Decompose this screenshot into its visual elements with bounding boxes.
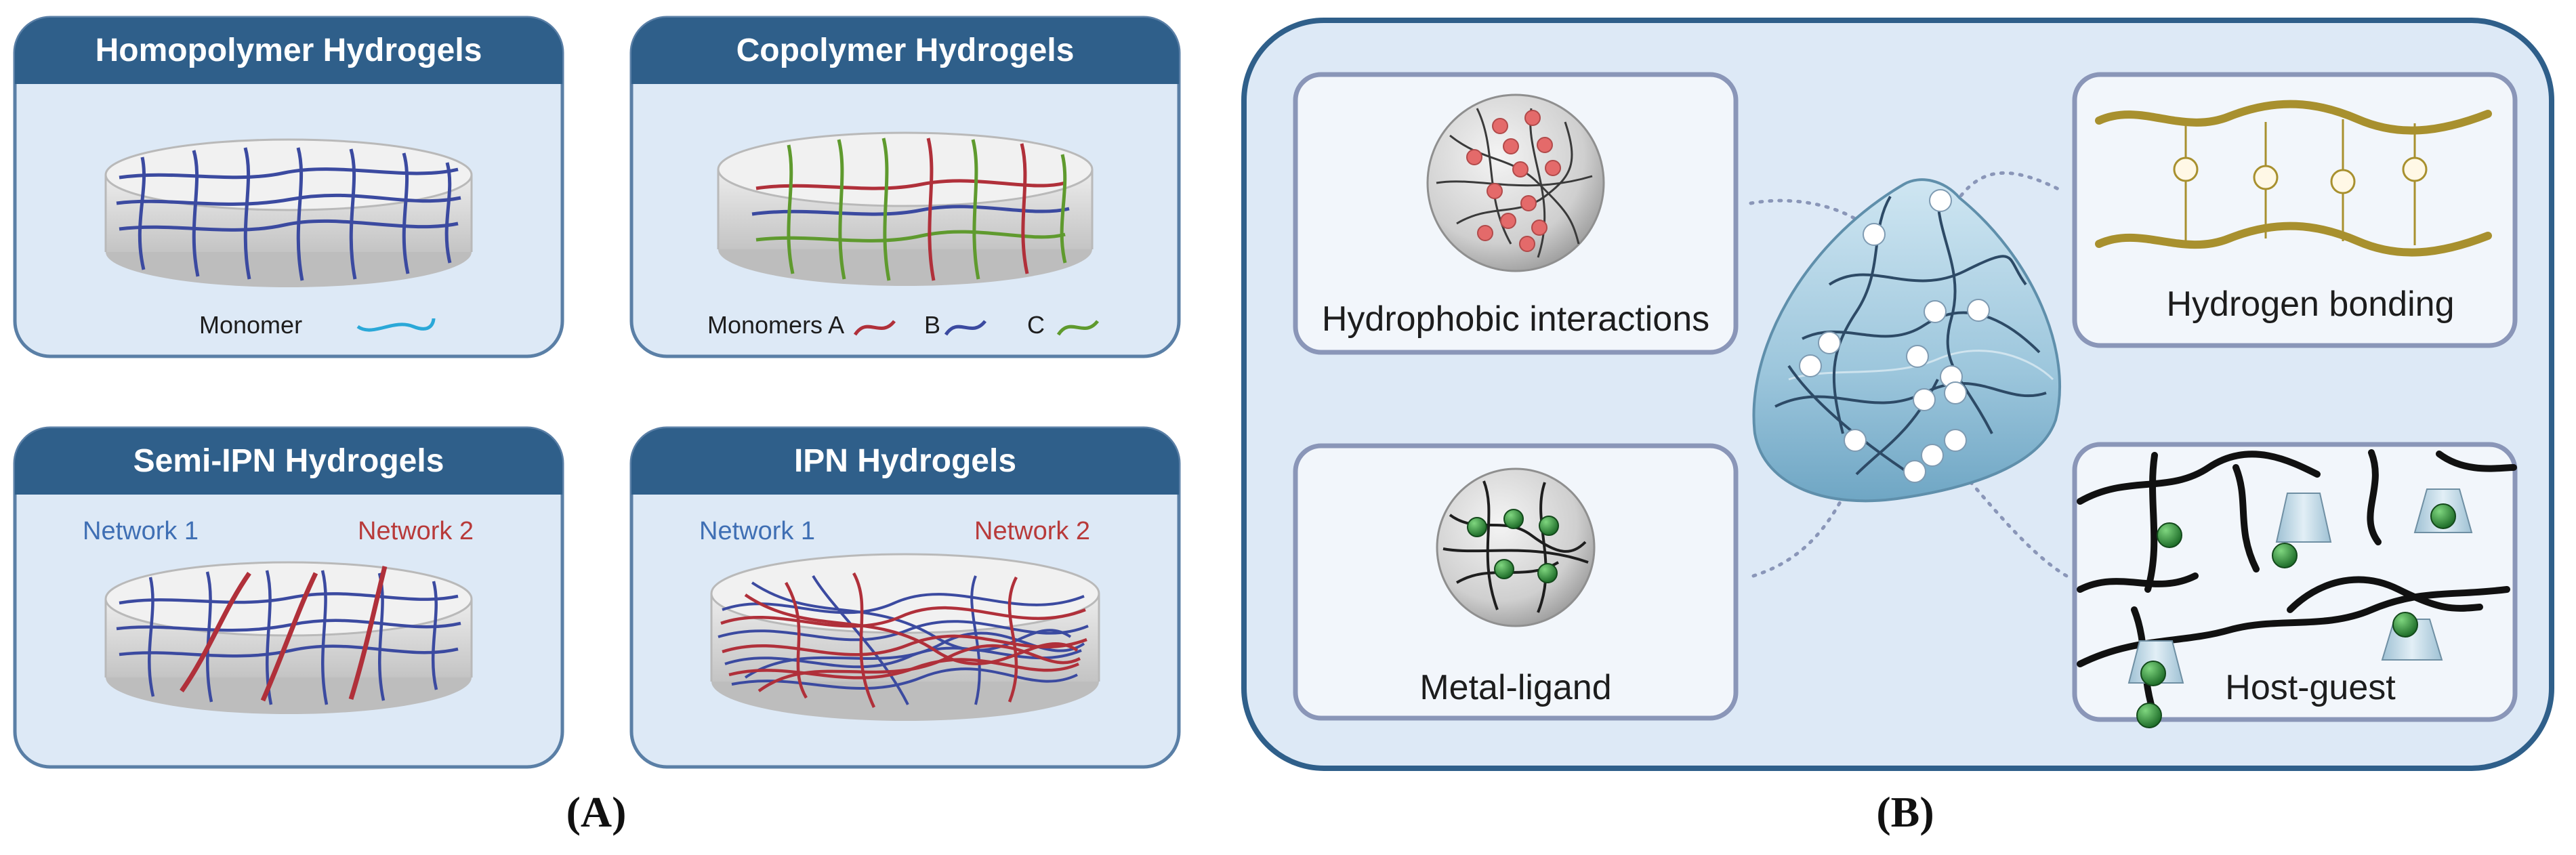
host-guest-card: Host-guest xyxy=(2072,442,2518,728)
homopolymer-panel: Homopolymer Hydrogels Monomer xyxy=(13,16,564,358)
copolymer-header xyxy=(631,18,1179,84)
metal-ligand-label: Metal-ligand xyxy=(1419,668,1611,707)
semi-ipn-network1-label: Network 1 xyxy=(83,517,199,545)
homopolymer-header xyxy=(15,18,562,84)
monomer-b-chain-icon xyxy=(944,320,986,336)
copolymer-title: Copolymer Hydrogels xyxy=(736,33,1075,68)
monomer-c-label: C xyxy=(1027,311,1045,339)
hydrogel-disc-icon xyxy=(717,131,1094,286)
ipn-network2-label: Network 2 xyxy=(974,517,1090,545)
hydrogen-bond-chains-icon xyxy=(2095,100,2492,257)
connector-lines xyxy=(1749,171,2069,578)
panel-a-caption: (A) xyxy=(566,788,627,836)
monomer-c-chain-icon xyxy=(1056,320,1099,336)
hydrophobic-card: Hydrophobic interactions xyxy=(1293,72,1739,355)
monomer-chain-icon xyxy=(356,318,436,332)
hydrogel-disc-icon xyxy=(104,138,473,287)
monomer-a-chain-icon xyxy=(853,320,896,336)
hydrogel-disc-icon xyxy=(104,561,473,714)
monomers-a-label: Monomers A xyxy=(707,311,844,339)
panel-b-caption: (B) xyxy=(1876,788,1934,836)
copolymer-panel: Copolymer Hydrogels Monomers A B C xyxy=(629,16,1181,358)
metal-ligand-card: Metal-ligand xyxy=(1293,443,1739,721)
ipn-header xyxy=(631,428,1179,495)
hydrophobic-label: Hydrophobic interactions xyxy=(1322,299,1709,339)
metal-sphere-icon xyxy=(1436,467,1596,627)
ipn-panel: IPN Hydrogels Network 1 Network 2 xyxy=(629,426,1181,769)
monomer-b-label: B xyxy=(924,311,940,339)
hydrogen-bonding-card: Hydrogen bonding xyxy=(2072,72,2518,348)
monomer-label: Monomer xyxy=(199,311,302,339)
host-guest-label: Host-guest xyxy=(2225,668,2396,707)
ipn-network1-label: Network 1 xyxy=(699,517,815,545)
ipn-title: IPN Hydrogels xyxy=(794,443,1016,479)
semi-ipn-panel: Semi-IPN Hydrogels Network 1 Network 2 xyxy=(13,426,564,769)
micelle-sphere-icon xyxy=(1426,93,1605,272)
host-guest-network-icon xyxy=(2077,449,2517,728)
water-droplet-icon xyxy=(1752,178,2062,503)
semi-ipn-header xyxy=(15,428,562,495)
homopolymer-title: Homopolymer Hydrogels xyxy=(96,33,482,68)
hydrogel-disc-icon xyxy=(710,553,1100,721)
hydrogen-bonding-label: Hydrogen bonding xyxy=(2167,285,2455,324)
semi-ipn-title: Semi-IPN Hydrogels xyxy=(133,443,444,479)
semi-ipn-network2-label: Network 2 xyxy=(358,517,474,545)
